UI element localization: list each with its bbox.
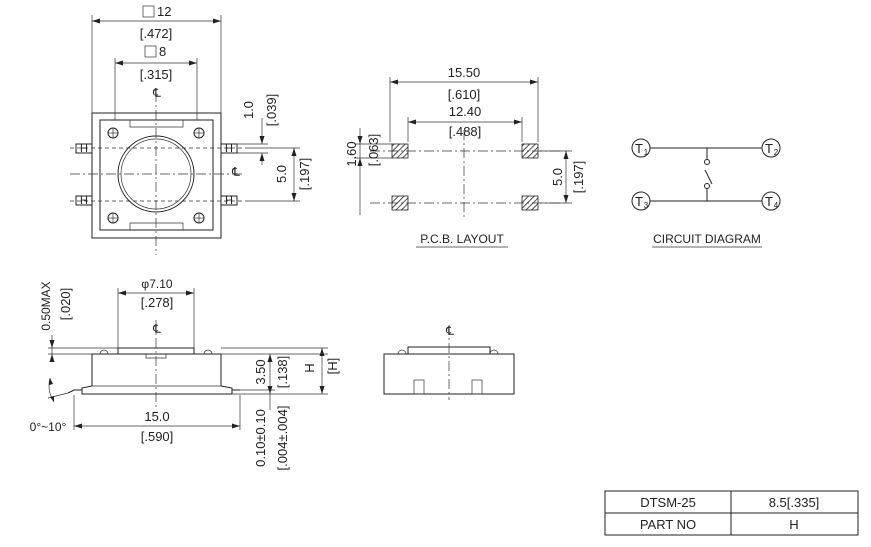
- svg-text:1: 1: [644, 148, 649, 157]
- dim-max-inch: [.020]: [58, 288, 73, 321]
- dim-diameter: φ7.10: [141, 277, 172, 291]
- top-body-outline: [91, 112, 222, 239]
- centerline-symbol: ℄: [152, 86, 161, 100]
- pcb-inner-width: 12.40: [449, 104, 482, 119]
- dim-body-height: 3.50: [253, 359, 268, 384]
- dim-total-height-inch: [H]: [325, 358, 340, 375]
- dim-terminal-gap-inch: [.039]: [264, 94, 279, 127]
- terminal-t2: T 2: [761, 138, 781, 158]
- dim-body-height-inch: [.138]: [275, 356, 290, 389]
- side-view: ℄ φ7.10 [.278] 0.50MAX [.020] 3.50 [.138…: [30, 277, 340, 470]
- corner-posts: [107, 127, 205, 224]
- table-row-2-col-2: H: [789, 517, 798, 532]
- svg-text:T: T: [635, 194, 643, 209]
- side-lead-left: [67, 389, 82, 394]
- pcb-pad-size-inch: [.063]: [366, 134, 381, 167]
- dim-max: 0.50MAX: [39, 281, 53, 330]
- table-row-1-col-2: 8.5[.335]: [769, 495, 820, 510]
- square-symbol-8: [144, 45, 157, 58]
- terminal-h-label-1: H: [80, 143, 88, 155]
- table-row-1-col-1: DTSM-25: [640, 495, 696, 510]
- back-centerline-symbol: ℄: [445, 324, 454, 338]
- dim-terminal-gap: 1.0: [241, 101, 256, 119]
- side-centerline-symbol: ℄: [152, 322, 161, 336]
- dim-diameter-inch: [.278]: [141, 295, 174, 310]
- pcb-layout: 15.50 [.610] 12.40 [.488] 1.60 [.063] 5.…: [344, 65, 586, 248]
- top-notches: [129, 120, 184, 230]
- terminal-h-label-2: H: [225, 143, 233, 155]
- dim-outer-size: 12: [157, 4, 171, 19]
- dim-lead-thickness: 0.10±0.10: [253, 409, 268, 467]
- dim-outer-size-inch: [.472]: [140, 26, 173, 41]
- dim-inner-size: 8: [159, 44, 166, 59]
- dim-total-height: H: [302, 363, 317, 372]
- top-terminals: [70, 143, 245, 206]
- pcb-outer-width: 15.50: [448, 65, 481, 80]
- back-side-view: ℄: [383, 324, 515, 400]
- dim-pin-pitch-inch: [.197]: [297, 158, 312, 191]
- svg-text:T: T: [765, 194, 773, 209]
- dim-length-inch: [.590]: [141, 429, 174, 444]
- table-row-2-col-1: PART NO: [640, 517, 696, 532]
- pcb-pitch-inch: [.197]: [571, 161, 586, 194]
- top-inner-outline: [99, 119, 214, 231]
- pcb-inner-width-inch: [.488]: [449, 124, 482, 139]
- side-body: [81, 353, 233, 395]
- square-symbol-12: [142, 5, 155, 18]
- dim-length: 15.0: [144, 409, 169, 424]
- pcb-pitch: 5.0: [550, 168, 565, 186]
- centerline-symbol-h: ℄: [231, 165, 240, 179]
- terminal-h-label-4: H: [225, 195, 233, 207]
- circuit-diagram-title: CIRCUIT DIAGRAM: [653, 232, 761, 246]
- circuit-diagram: T 1 T 2 T 3 T 4 CIRCUIT DIAGRAM: [631, 138, 781, 248]
- dim-lead-thickness-inch: [.004±.004]: [275, 406, 290, 471]
- pcb-outer-width-inch: [.610]: [448, 87, 481, 102]
- spec-table: DTSM-25 8.5[.335] PART NO H: [604, 490, 859, 536]
- dim-angle: 0°~10°: [30, 420, 67, 434]
- pcb-pad-size: 1.60: [344, 141, 359, 166]
- terminal-t3: T 3: [631, 191, 651, 211]
- dim-pin-pitch: 5.0: [274, 165, 289, 183]
- dim-inner-size-inch: [.315]: [140, 67, 173, 82]
- terminal-t1: T 1: [631, 138, 651, 158]
- top-view: H H H H ℄ ℄ 12 [.472] 8 [.315] 1.0 [.039…: [70, 4, 312, 255]
- svg-text:T: T: [765, 141, 773, 156]
- svg-text:T: T: [635, 141, 643, 156]
- switch-contact: [704, 169, 713, 185]
- pcb-layout-title: P.C.B. LAYOUT: [420, 232, 504, 246]
- terminal-t4: T 4: [761, 191, 781, 211]
- terminal-h-label-3: H: [80, 195, 88, 207]
- svg-text:3: 3: [644, 201, 649, 210]
- svg-text:2: 2: [774, 148, 779, 157]
- svg-text:4: 4: [774, 201, 779, 210]
